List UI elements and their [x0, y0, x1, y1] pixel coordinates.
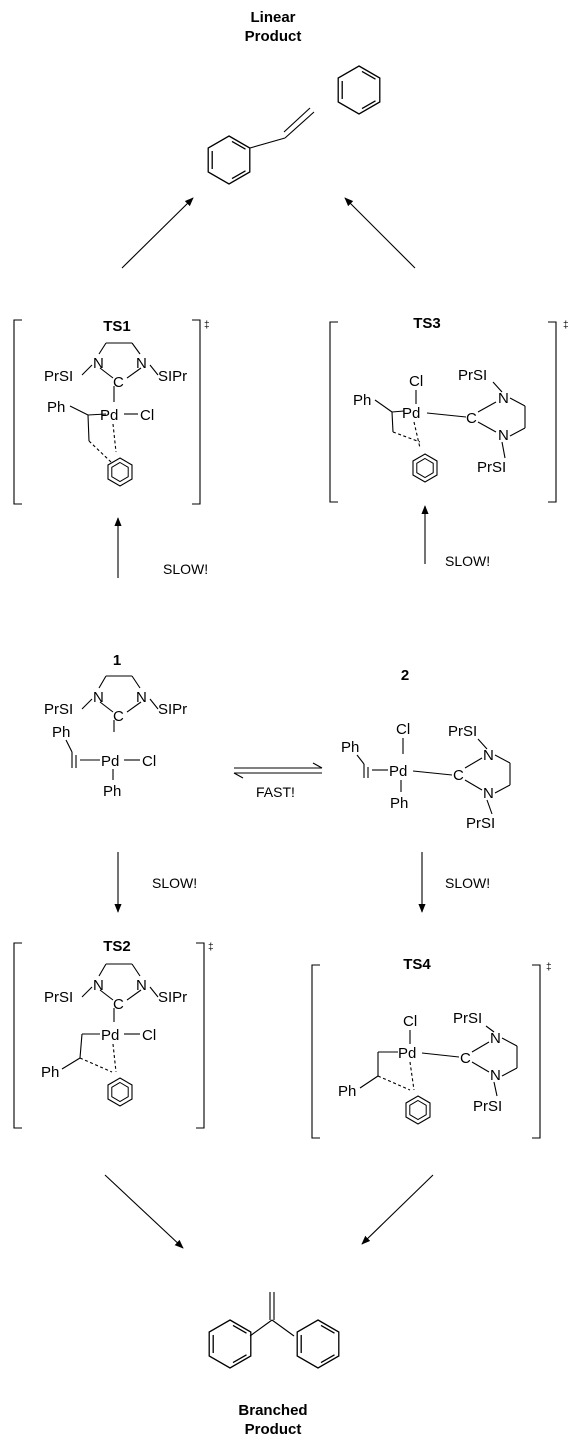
complex-2-label: 2	[401, 667, 409, 684]
linear-product-label-line1: Linear	[250, 9, 295, 26]
ts3-bracket-left	[329, 321, 338, 503]
ts4-nsub-top: PrSI	[453, 1010, 482, 1027]
complex-1-carbene-c: C	[113, 708, 124, 725]
ts1: ‡ TS1 N N C PrSI SIPr Ph Pd Cl	[13, 318, 210, 505]
ts4-carbene-c: C	[460, 1050, 471, 1067]
ts2-bracket-left	[13, 942, 22, 1129]
complex-2-n-upper: N	[483, 747, 494, 764]
ts3-ph: Ph	[353, 392, 371, 409]
ts2-n-left: N	[93, 977, 104, 994]
ts3-arene	[412, 453, 438, 483]
complex-1-ph-pd: Ph	[103, 783, 121, 800]
ts2-label: TS2	[103, 938, 131, 955]
ts2-dagger: ‡	[208, 942, 214, 953]
ts2: ‡ TS2 N N C PrSI SIPr Pd Cl Ph	[13, 938, 214, 1129]
ts3-label: TS3	[413, 315, 441, 332]
ts3-pd: Pd	[402, 405, 420, 422]
complex-1-n-left: N	[93, 689, 104, 706]
ts2-pd: Pd	[101, 1027, 119, 1044]
complex-2-ph-pd: Ph	[390, 795, 408, 812]
ts1-cl: Cl	[140, 407, 154, 424]
complex-1-cl: Cl	[142, 753, 156, 770]
branched-phenyl-right	[296, 1319, 340, 1369]
ts2-bracket-right	[196, 942, 205, 1129]
ts4-cl: Cl	[403, 1013, 417, 1030]
ts3-dagger: ‡	[563, 320, 569, 331]
ts2-cl: Cl	[142, 1027, 156, 1044]
ts4-pd: Pd	[398, 1045, 416, 1062]
ts4-n-upper: N	[490, 1030, 501, 1047]
rate-up-left: SLOW!	[163, 561, 208, 577]
complex-2-n-lower: N	[483, 785, 494, 802]
complex-1-nsub-right: SIPr	[158, 701, 187, 718]
complex-1-ph-styrene: Ph	[52, 724, 70, 741]
ts1-n-right: N	[136, 355, 147, 372]
ts4-bracket-right	[532, 964, 541, 1139]
ts2-carbene-c: C	[113, 996, 124, 1013]
arrow-ts3-to-linear	[344, 197, 416, 269]
equilibrium-arrows	[233, 762, 323, 779]
ts4-dagger: ‡	[546, 962, 552, 973]
complex-1-n-right: N	[136, 689, 147, 706]
ts3-bracket-right	[548, 321, 557, 503]
stilbene-phenyl-right	[337, 65, 381, 115]
complex-2-pd: Pd	[389, 763, 407, 780]
ts1-carbene-c: C	[113, 374, 124, 391]
ts4-arene	[405, 1095, 431, 1125]
ts1-bracket-left	[13, 319, 22, 505]
ts2-nsub-right: SIPr	[158, 989, 187, 1006]
ts3-nsub-top: PrSI	[458, 367, 487, 384]
ts1-dagger: ‡	[204, 320, 210, 331]
complex-1-label: 1	[113, 652, 121, 669]
complex-2-nsub-top: PrSI	[448, 723, 477, 740]
complex-1-nsub-left: PrSI	[44, 701, 73, 718]
linear-product-label-line2: Product	[245, 28, 302, 45]
complex-2-cl: Cl	[396, 721, 410, 738]
ts1-ph: Ph	[47, 399, 65, 416]
rate-up-right: SLOW!	[445, 553, 490, 569]
complex-2-ph-styrene: Ph	[341, 739, 359, 756]
ts3: ‡ TS3 Cl Ph Pd C N N PrSI PrSI	[329, 315, 569, 503]
branched-product: Branched Product	[208, 1292, 340, 1438]
stilbene-phenyl-left	[207, 135, 251, 185]
ts2-n-right: N	[136, 977, 147, 994]
ts1-n-left: N	[93, 355, 104, 372]
ts3-carbene-c: C	[466, 410, 477, 427]
complex-1: 1 N N C PrSI SIPr Ph Pd Cl Ph	[44, 652, 187, 800]
rate-down-right: SLOW!	[445, 875, 490, 891]
rate-equilibrium: FAST!	[256, 784, 295, 800]
ts1-nsub-left: PrSI	[44, 368, 73, 385]
ts4: ‡ TS4 Cl Pd C Ph N N PrSI PrSI	[311, 956, 552, 1139]
complex-1-pd: Pd	[101, 753, 119, 770]
arrow-ts4-to-branched	[361, 1174, 434, 1245]
ts4-bracket-left	[311, 964, 320, 1139]
linear-product: Linear Product	[207, 9, 381, 185]
ts1-bracket-right	[192, 319, 201, 505]
ts4-ph: Ph	[338, 1083, 356, 1100]
ts2-ph: Ph	[41, 1064, 59, 1081]
ts4-n-lower: N	[490, 1067, 501, 1084]
ts2-nsub-left: PrSI	[44, 989, 73, 1006]
ts1-label: TS1	[103, 318, 131, 335]
complex-2-carbene-c: C	[453, 767, 464, 784]
ts4-label: TS4	[403, 956, 431, 973]
ts1-nsub-right: SIPr	[158, 368, 187, 385]
ts3-n-lower: N	[498, 427, 509, 444]
arrow-ts2-to-branched	[104, 1174, 184, 1249]
ts2-arene	[107, 1077, 133, 1107]
ts3-nsub-bottom: PrSI	[477, 459, 506, 476]
branched-product-label-line2: Product	[245, 1421, 302, 1438]
arrow-ts1-to-linear	[121, 197, 194, 269]
branched-phenyl-left	[208, 1319, 252, 1369]
complex-2: 2 Cl Ph Pd C Ph N N PrSI PrSI	[341, 667, 511, 832]
rate-down-left: SLOW!	[152, 875, 197, 891]
ts4-nsub-bottom: PrSI	[473, 1098, 502, 1115]
ts1-pd: Pd	[100, 407, 118, 424]
complex-2-nsub-bottom: PrSI	[466, 815, 495, 832]
ts3-n-upper: N	[498, 390, 509, 407]
branched-product-label-line1: Branched	[238, 1402, 307, 1419]
ts3-cl: Cl	[409, 373, 423, 390]
ts1-arene	[107, 457, 133, 487]
